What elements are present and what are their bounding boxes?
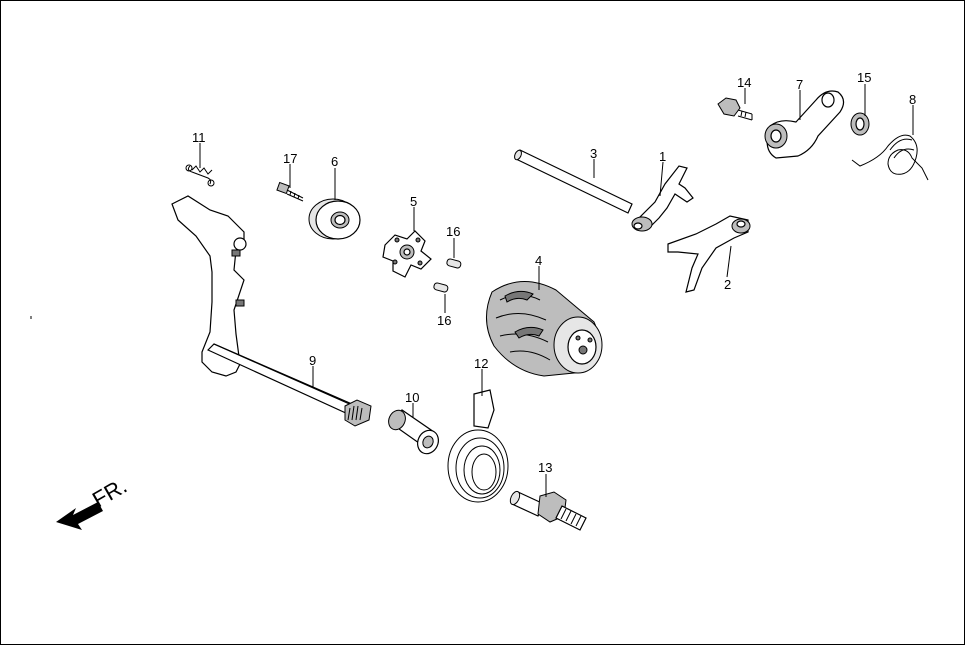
- callout-2: 2: [724, 277, 731, 292]
- callout-17: 17: [283, 151, 297, 166]
- callout-13: 13: [538, 460, 552, 475]
- callout-3: 3: [590, 146, 597, 161]
- callout-16-upper: 16: [446, 224, 460, 239]
- front-direction-indicator: FR.: [56, 473, 131, 530]
- part-5-star-plate: [382, 230, 432, 278]
- callout-12: 12: [474, 356, 488, 371]
- part-12-return-spring: [447, 389, 509, 503]
- part-7-stopper-arm: [764, 90, 845, 159]
- callout-1: 1: [659, 149, 666, 164]
- part-16-pin-lower: [433, 282, 449, 293]
- callout-16-lower: 16: [437, 313, 451, 328]
- callout-5: 5: [410, 194, 417, 209]
- part-6-plate: [308, 198, 361, 240]
- callout-7: 7: [796, 77, 803, 92]
- callout-6: 6: [331, 154, 338, 169]
- arrow-front-icon: [56, 502, 103, 530]
- part-3-fork-shaft: [514, 149, 633, 214]
- callout-8: 8: [909, 92, 916, 107]
- part-8-spring: [851, 134, 929, 181]
- part-11-spring: [185, 164, 215, 187]
- callout-10: 10: [405, 390, 419, 405]
- part-14-bolt: [717, 97, 753, 121]
- callout-4: 4: [535, 253, 542, 268]
- part-13-stud-bolt: [509, 490, 587, 531]
- leader-lines: [199, 84, 914, 497]
- callout-15: 15: [857, 70, 871, 85]
- part-17-bolt: [276, 181, 304, 202]
- callout-9: 9: [309, 353, 316, 368]
- part-1-shift-fork: [631, 165, 694, 232]
- part-16-pin-upper: [446, 258, 462, 269]
- part-10-collar: [388, 409, 439, 455]
- callout-14: 14: [737, 75, 751, 90]
- part-2-shift-fork: [667, 215, 751, 293]
- part-9-gearshift-spindle: [171, 195, 372, 427]
- callout-labels: 1 2 3 4 5 6 7 8 9 10 11 12 13 14 15 16 1…: [192, 70, 916, 475]
- callout-11: 11: [192, 130, 206, 145]
- part-15-washer: [850, 112, 870, 136]
- part-4-shift-drum: [486, 281, 603, 377]
